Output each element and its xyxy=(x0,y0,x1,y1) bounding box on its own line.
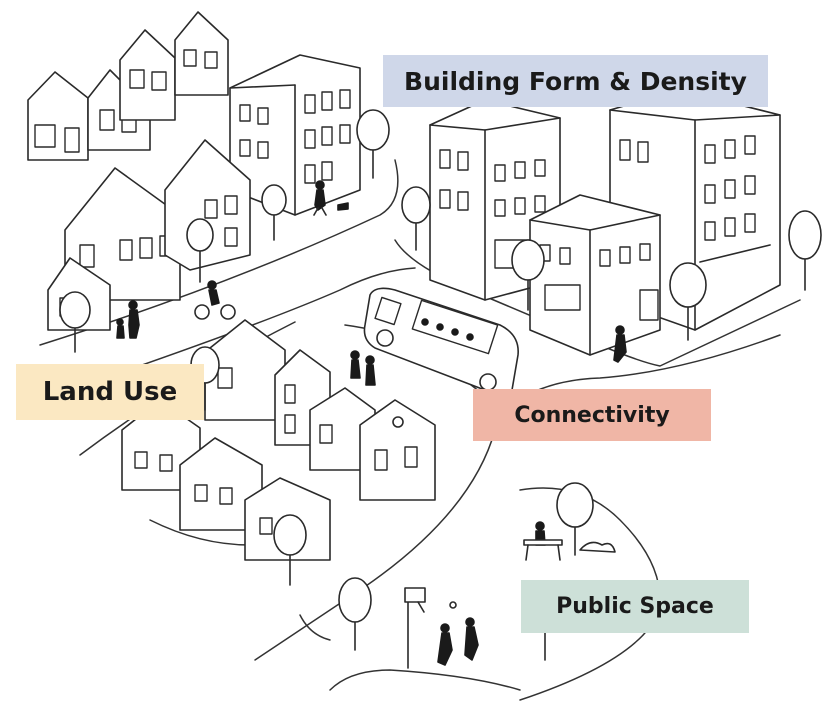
tree-icon xyxy=(556,482,594,556)
basketball-hoop-icon xyxy=(404,587,426,669)
dog-walker-icon xyxy=(313,180,349,216)
tree-icon xyxy=(788,210,822,291)
label-building-form-density: Building Form & Density xyxy=(383,55,768,107)
apartment-top-center xyxy=(229,54,361,216)
road-upper-left-edge-b xyxy=(69,267,416,391)
tree-icon xyxy=(401,186,431,251)
label-land-use: Land Use xyxy=(16,364,204,420)
tree-icon xyxy=(338,577,372,651)
tree-icon xyxy=(669,262,707,341)
right-block-buildings xyxy=(429,89,781,356)
road-left-bottom xyxy=(149,519,251,546)
road-bottom-b xyxy=(329,669,521,691)
cyclist-icon xyxy=(194,280,236,320)
picnic-bench-icon xyxy=(523,521,563,561)
building-front-mid xyxy=(529,194,661,356)
label-public-space: Public Space xyxy=(521,580,749,633)
pedestrian-icon xyxy=(350,350,376,386)
tree-icon xyxy=(261,184,287,241)
pedestrian-icon xyxy=(116,300,140,339)
bush xyxy=(579,541,616,553)
house-4 xyxy=(174,11,229,96)
road-center-down-b xyxy=(519,487,661,601)
road-bottom-a xyxy=(299,614,331,641)
tree-icon xyxy=(186,218,214,283)
pedestrian-icon xyxy=(613,325,627,363)
tree-icon xyxy=(511,239,545,311)
tree-icon xyxy=(59,291,91,353)
label-connectivity: Connectivity xyxy=(473,389,711,441)
house-3 xyxy=(119,29,176,121)
tree-icon xyxy=(273,514,307,586)
basketball-players-icon xyxy=(437,601,479,666)
road-upper-left-edge-a xyxy=(39,159,399,346)
house-l4 xyxy=(359,399,436,501)
top-left-houses xyxy=(27,11,229,161)
tree-icon xyxy=(356,109,390,179)
bus-icon xyxy=(363,287,519,396)
lower-left-houses xyxy=(121,319,436,561)
people xyxy=(116,180,627,666)
